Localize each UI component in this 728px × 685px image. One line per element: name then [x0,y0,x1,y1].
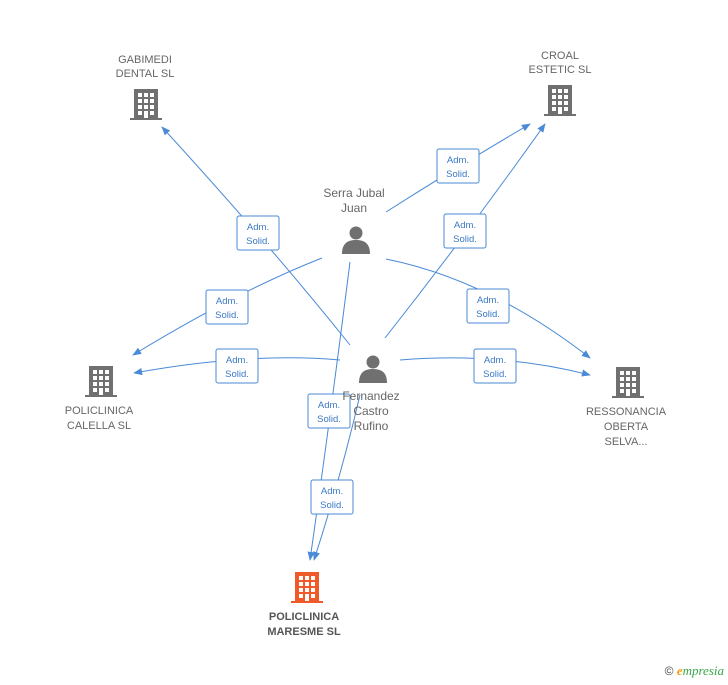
svg-text:Adm.: Adm. [477,295,499,306]
badge-serra-calella[interactable]: Adm. Solid. [205,289,249,325]
svg-text:Adm.: Adm. [226,355,248,366]
building-icon [544,85,576,116]
person-icon [359,355,387,383]
svg-text:Adm.: Adm. [321,486,343,497]
node-gabimedi[interactable]: GABIMEDI DENTAL SL [116,54,175,120]
building-focus-icon [291,572,323,603]
calella-label-1: POLICLINICA [65,405,134,417]
serra-label-2: Juan [341,201,367,215]
svg-text:Adm.: Adm. [454,220,476,231]
badge-fernandez-calella[interactable]: Adm. Solid. [215,348,259,384]
person-icon [342,226,370,254]
svg-text:Solid.: Solid. [446,169,470,180]
building-icon [85,366,117,397]
node-maresme[interactable]: POLICLINICA MARESME SL [267,572,341,638]
ressonancia-label-2: OBERTA [604,421,649,433]
badge-serra-ressonancia[interactable]: Adm. Solid. [466,288,510,324]
svg-text:Adm.: Adm. [484,355,506,366]
fernandez-label-3: Rufino [354,419,389,433]
fernandez-label-2: Castro [353,404,389,418]
svg-text:Adm.: Adm. [216,296,238,307]
serra-label-1: Serra Jubal [323,186,384,200]
node-ressonancia[interactable]: RESSONANCIA OBERTA SELVA... [586,367,667,448]
ressonancia-label-3: SELVA... [604,436,647,448]
empresia-logo[interactable]: empresia [676,663,724,678]
node-serra[interactable]: Serra Jubal Juan [323,186,385,254]
svg-text:Solid.: Solid. [246,236,270,247]
svg-text:Solid.: Solid. [317,414,341,425]
copyright-symbol: © [664,664,674,678]
badge-fernandez-gabimedi[interactable]: Adm. Solid. [236,215,280,251]
edge-fernandez-maresme [313,394,361,561]
croal-label-1: CROAL [541,50,579,62]
ressonancia-label-1: RESSONANCIA [586,406,667,418]
svg-text:Adm.: Adm. [318,400,340,411]
svg-text:Solid.: Solid. [453,234,477,245]
badge-fernandez-maresme[interactable]: Adm. Solid. [310,479,354,515]
svg-text:Adm.: Adm. [447,155,469,166]
svg-text:Solid.: Solid. [215,310,239,321]
svg-text:Solid.: Solid. [476,309,500,320]
maresme-label-1: POLICLINICA [269,611,339,623]
badge-serra-maresme[interactable]: Adm. Solid. [307,393,351,429]
gabimedi-label-2: DENTAL SL [116,68,175,80]
svg-text:Adm.: Adm. [247,222,269,233]
node-calella[interactable]: POLICLINICA CALELLA SL [65,366,134,432]
badge-fernandez-ressonancia[interactable]: Adm. Solid. [473,348,517,384]
croal-label-2: ESTETIC SL [529,64,592,76]
maresme-label-2: MARESME SL [267,626,341,638]
building-icon [130,89,162,120]
footer-brand: © empresia [665,663,724,679]
building-icon [612,367,644,398]
fernandez-label-1: Fernandez [342,389,399,403]
svg-text:Solid.: Solid. [320,500,344,511]
svg-text:Solid.: Solid. [483,369,507,380]
svg-text:Solid.: Solid. [225,369,249,380]
node-croal[interactable]: CROAL ESTETIC SL [529,50,592,116]
gabimedi-label-1: GABIMEDI [118,54,172,66]
badges: Adm. Solid. Adm. Solid. Adm. Solid. Adm. Sol… [205,148,517,515]
node-fernandez[interactable]: Fernandez Castro Rufino [342,355,400,434]
calella-label-2: CALELLA SL [67,420,131,432]
badge-serra-croal[interactable]: Adm. Solid. [436,148,480,184]
badge-fernandez-croal[interactable]: Adm. Solid. [443,213,487,249]
